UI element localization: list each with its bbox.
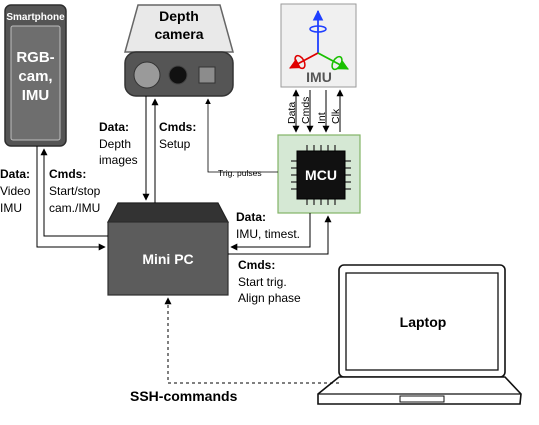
laptop-node: Laptop (317, 264, 522, 405)
depth-camera-icon (124, 4, 234, 53)
phone-data-line2: IMU (0, 201, 22, 215)
edge-phone-cmds (40, 148, 108, 237)
mini-pc-node: Mini PC (107, 202, 229, 296)
imu-label: IMU (306, 69, 332, 85)
mini-pc-label: Mini PC (142, 251, 193, 267)
phone-cmds-line2: cam./IMU (49, 201, 100, 215)
smartphone-title: Smartphone (6, 12, 65, 23)
depth-camera-label-2: camera (154, 26, 203, 42)
mcu-cmds-head: Cmds: (238, 258, 275, 272)
mcu-data-line1: IMU, timest. (236, 227, 300, 241)
depth-camera-lens-large (133, 61, 161, 89)
camera-cmds-line1: Setup (159, 137, 191, 151)
smartphone-label-3: IMU (22, 87, 50, 104)
imu-node: IMU (280, 3, 357, 88)
depth-camera-lens-small (168, 65, 188, 85)
trig-pulses-label: Trig. pulses (218, 168, 262, 178)
edge-trig-pulses (205, 98, 278, 173)
depth-camera-label-1: Depth (159, 8, 199, 24)
camera-cmds-head: Cmds: (159, 120, 196, 134)
mini-pc-icon (107, 221, 229, 296)
laptop-touchpad (399, 395, 445, 403)
laptop-screen (345, 272, 499, 371)
mcu-chip-pins (291, 145, 351, 205)
phone-cmds-line1: Start/stop (49, 184, 101, 198)
smartphone-label-1: RGB- (16, 49, 54, 66)
phone-data-head: Data: (0, 167, 30, 181)
ssh-commands-label: SSH-commands (130, 388, 238, 404)
mini-pc-top (107, 202, 229, 223)
depth-camera-sensor (198, 66, 216, 84)
imu-bus-int: Int (316, 112, 328, 124)
smartphone-node: Smartphone RGB- cam, IMU (4, 4, 67, 147)
imu-bus-clk: Clk (330, 108, 342, 124)
laptop-label: Laptop (400, 314, 447, 330)
edge-mcu-cmds (228, 215, 332, 255)
camera-data-line1: Depth (99, 137, 131, 151)
camera-data-line2: images (99, 153, 138, 167)
imu-bus-cmds: Cmds (300, 97, 312, 124)
imu-axes-icon (289, 9, 349, 71)
edge-phone-data (36, 146, 106, 251)
edge-mcu-data (230, 213, 311, 251)
mcu-chip-icon (296, 150, 346, 200)
camera-data-head: Data: (99, 120, 129, 134)
mcu-label: MCU (305, 167, 337, 183)
smartphone-screen (10, 25, 61, 141)
phone-data-line1: Video (0, 184, 31, 198)
mcu-data-head: Data: (236, 210, 266, 224)
edge-ssh (164, 297, 339, 384)
depth-camera-node: Depth camera (124, 4, 234, 97)
mcu-node: MCU (277, 134, 361, 214)
mcu-cmds-line2: Align phase (238, 291, 301, 305)
phone-cmds-head: Cmds: (49, 167, 86, 181)
mcu-cmds-line1: Start trig. (238, 275, 287, 289)
smartphone-label-2: cam, (18, 68, 52, 85)
imu-bus-data: Data (286, 102, 298, 124)
